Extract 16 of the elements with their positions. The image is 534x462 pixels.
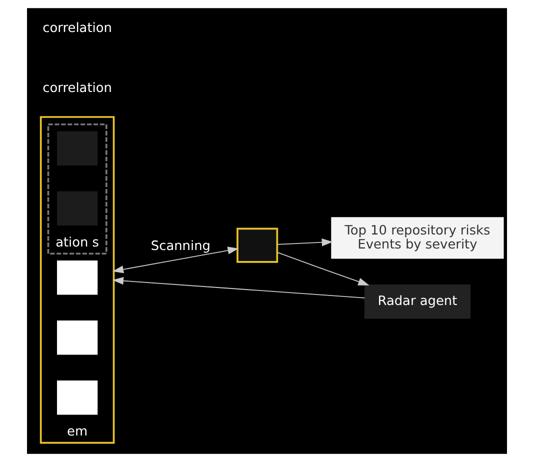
label: correlation xyxy=(42,80,112,96)
node-box: Top 10 repository risks Events by severity xyxy=(331,217,504,259)
node-box xyxy=(236,228,278,263)
node-box xyxy=(57,380,98,415)
node-box xyxy=(57,320,98,355)
cluster: ation s xyxy=(47,123,108,255)
node-box xyxy=(57,260,98,295)
arrow xyxy=(112,276,366,298)
node-box xyxy=(57,131,98,166)
node-box xyxy=(57,191,98,226)
arrow xyxy=(276,252,370,286)
label: correlation xyxy=(42,20,112,36)
edge-label: Scanning xyxy=(150,239,210,254)
arrow xyxy=(112,246,239,274)
node-box: Radar agent xyxy=(364,284,471,319)
arrow xyxy=(276,238,333,246)
